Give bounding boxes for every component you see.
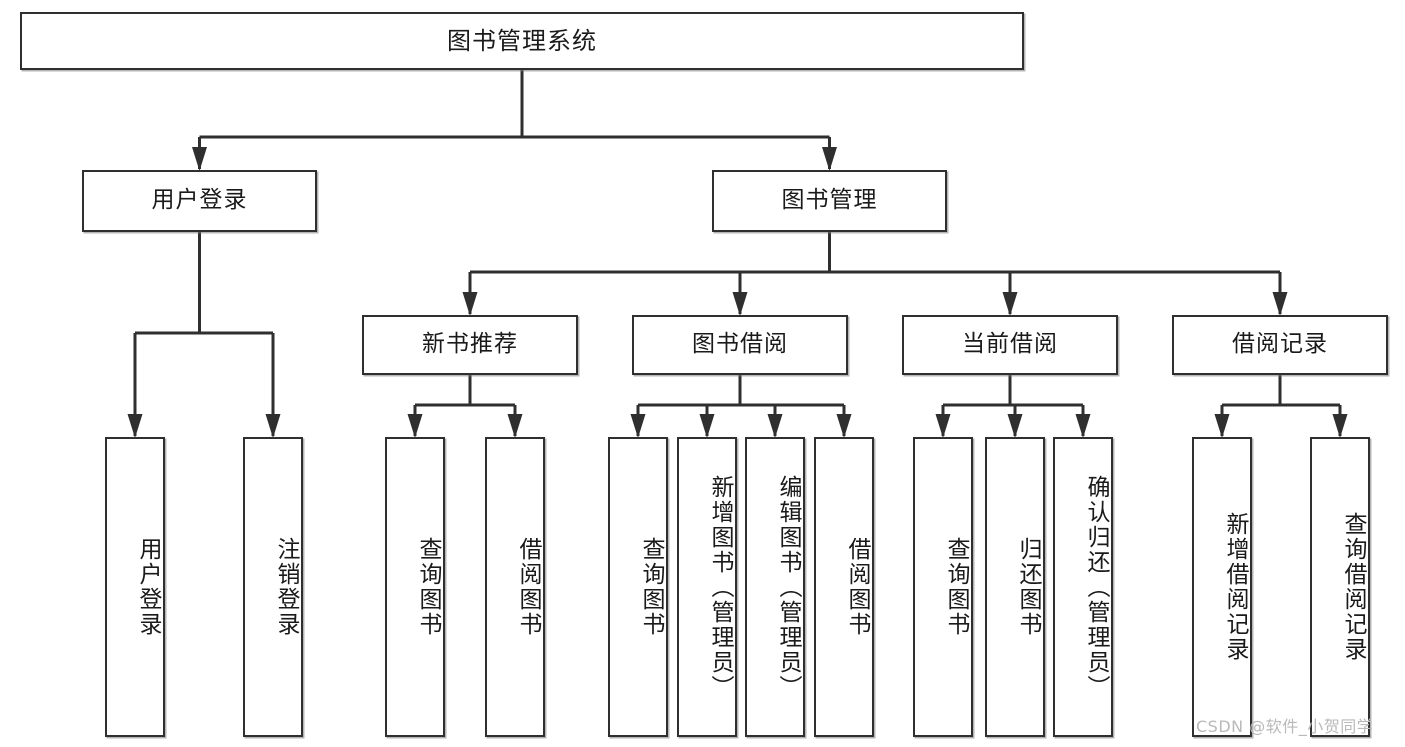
node-label: 当前借阅 [962, 331, 1058, 358]
node-label: 编辑图书（管理员） [775, 474, 801, 700]
node-label: 新增图书（管理员） [707, 474, 733, 700]
diagram-node-l12: 新增借阅记录 [1192, 437, 1252, 737]
node-label: 确认归还（管理员） [1083, 474, 1109, 700]
diagram-node-l2: 注销登录 [243, 437, 303, 737]
diagram-node-l8: 借阅图书 [814, 437, 874, 737]
diagram-node-l5: 查询图书 [608, 437, 668, 737]
node-label: 图书管理系统 [447, 26, 597, 55]
diagram-node-l7: 编辑图书（管理员） [745, 437, 805, 737]
node-label: 借阅记录 [1232, 331, 1328, 358]
diagram-node-newbook: 新书推荐 [362, 315, 578, 375]
node-label: 查询图书 [638, 537, 664, 637]
node-label: 注销登录 [273, 537, 299, 637]
node-label: 归还图书 [1015, 537, 1041, 637]
node-label: 借阅图书 [844, 537, 870, 637]
node-label: 图书借阅 [692, 331, 788, 358]
diagram-node-l13: 查询借阅记录 [1310, 437, 1370, 737]
node-label: 新增借阅记录 [1222, 512, 1248, 662]
diagram-node-l9: 查询图书 [913, 437, 973, 737]
diagram-node-l11: 确认归还（管理员） [1053, 437, 1113, 737]
node-label: 图书管理 [781, 187, 878, 214]
node-label: 新书推荐 [422, 331, 518, 358]
node-label: 用户登录 [151, 187, 248, 214]
diagram-node-login: 用户登录 [82, 170, 317, 232]
diagram-node-l10: 归还图书 [985, 437, 1045, 737]
node-label: 查询图书 [415, 537, 441, 637]
node-label: 查询图书 [943, 537, 969, 637]
diagram-node-l6: 新增图书（管理员） [677, 437, 737, 737]
diagram-node-records: 借阅记录 [1172, 315, 1388, 375]
diagram-node-bookmgmt: 图书管理 [712, 170, 947, 232]
diagram-node-current: 当前借阅 [902, 315, 1118, 375]
node-label: 查询借阅记录 [1340, 512, 1366, 662]
diagram-node-l1: 用户登录 [105, 437, 165, 737]
diagram-node-l4: 借阅图书 [485, 437, 545, 737]
diagram-node-root: 图书管理系统 [20, 12, 1024, 70]
watermark-text: CSDN @软件_小贺同学 [1196, 717, 1374, 736]
node-label: 借阅图书 [515, 537, 541, 637]
node-label: 用户登录 [135, 537, 161, 637]
diagram-node-borrow: 图书借阅 [632, 315, 848, 375]
diagram-node-l3: 查询图书 [385, 437, 445, 737]
